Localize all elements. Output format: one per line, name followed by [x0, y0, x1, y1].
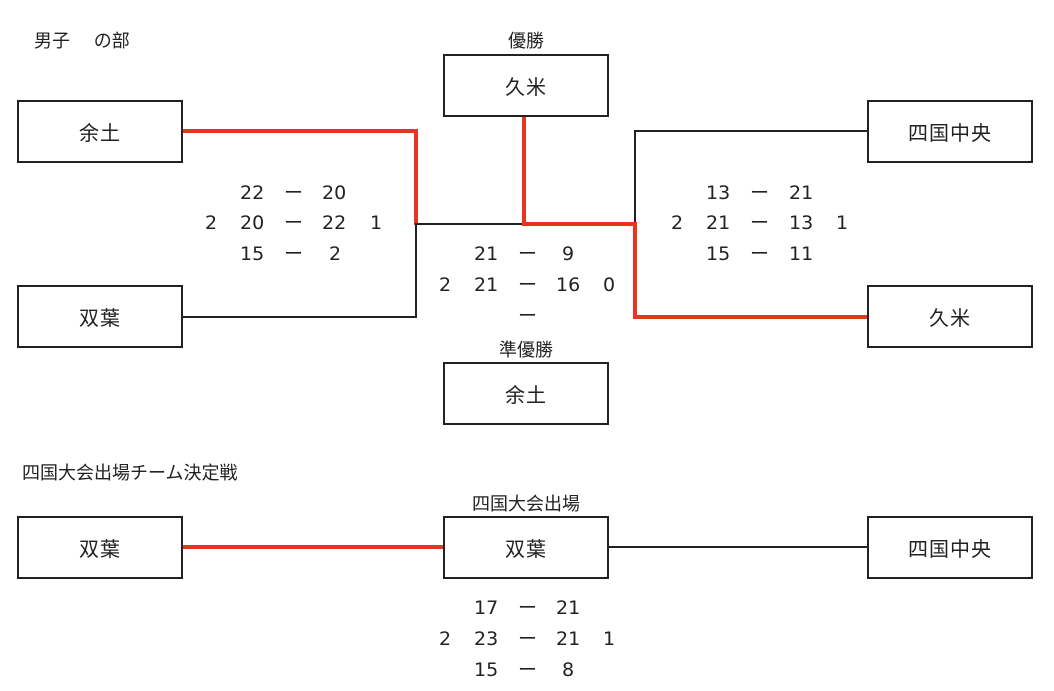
score-final-g2-a: 21: [474, 274, 499, 296]
score-dash: ー: [518, 628, 538, 650]
score-dash: ー: [284, 243, 304, 265]
sets-right-b: 1: [836, 212, 849, 234]
score-dash: ー: [284, 212, 304, 234]
bracket-line-left-vertical-upper: [414, 129, 418, 225]
bracket-line-left-to-center: [416, 223, 524, 225]
team-box-left-bottom: 双葉: [17, 285, 183, 348]
score-final-g2-b: 16: [556, 274, 581, 296]
champion-box: 久米: [443, 54, 609, 117]
sets-right-a: 2: [671, 212, 684, 234]
bracket-line-left-vertical-lower: [415, 223, 417, 318]
score-playoff-g1-b: 21: [556, 597, 581, 619]
score-right-g2-b: 13: [789, 212, 814, 234]
mens-section-title: 男子 の部: [34, 31, 130, 52]
score-right-g3-a: 15: [706, 243, 731, 265]
score-left-g2-b: 22: [322, 212, 347, 234]
score-playoff-g1-a: 17: [474, 597, 499, 619]
playoff-line-left: [183, 545, 443, 549]
score-playoff-g2-b: 21: [556, 628, 581, 650]
sets-left-a: 2: [205, 212, 218, 234]
bracket-line-center-horizontal: [522, 222, 637, 226]
bracket-line-right-bottom-horizontal: [633, 315, 867, 319]
score-left-g3-a: 15: [240, 243, 265, 265]
playoff-section-title: 四国大会出場チーム決定戦: [22, 463, 238, 484]
score-right-g2-a: 21: [706, 212, 731, 234]
runner-up-caption: 準優勝: [499, 340, 553, 361]
score-dash: ー: [518, 243, 538, 265]
playoff-team-left: 双葉: [17, 516, 183, 579]
score-left-g1-a: 22: [240, 182, 265, 204]
sets-playoff-b: 1: [603, 628, 616, 650]
score-left-g1-b: 20: [322, 182, 347, 204]
team-box-left-top: 余土: [17, 100, 183, 163]
champion-caption: 優勝: [508, 31, 544, 52]
score-dash: ー: [518, 274, 538, 296]
score-dash: ー: [518, 659, 538, 681]
bracket-line-left-bottom-horizontal: [183, 316, 417, 318]
score-dash: ー: [284, 182, 304, 204]
team-box-right-bottom: 久米: [867, 285, 1033, 348]
sets-final-b: 0: [603, 274, 616, 296]
score-final-g1-a: 21: [474, 243, 499, 265]
playoff-winner-box: 双葉: [443, 516, 609, 579]
playoff-team-right: 四国中央: [867, 516, 1033, 579]
score-dash: ー: [518, 597, 538, 619]
score-final-g1-b: 9: [562, 243, 575, 265]
playoff-winner-caption: 四国大会出場: [472, 494, 580, 515]
bracket-line-right-top-horizontal: [634, 130, 867, 132]
score-dash: ー: [750, 182, 770, 204]
bracket-line-right-vertical-upper: [634, 130, 636, 224]
score-playoff-g3-a: 15: [474, 659, 499, 681]
score-dash: ー: [750, 243, 770, 265]
score-dash: ー: [750, 212, 770, 234]
sets-left-b: 1: [370, 212, 383, 234]
score-right-g1-b: 21: [789, 182, 814, 204]
score-dash: ー: [518, 305, 538, 327]
bracket-line-left-top-horizontal: [183, 129, 418, 133]
score-right-g1-a: 13: [706, 182, 731, 204]
bracket-line-center-vertical: [522, 117, 526, 226]
playoff-line-right: [609, 546, 867, 548]
runner-up-box: 余土: [443, 362, 609, 425]
team-box-right-top: 四国中央: [867, 100, 1033, 163]
score-left-g2-a: 20: [240, 212, 265, 234]
sets-final-a: 2: [439, 274, 452, 296]
bracket-line-right-vertical-lower: [633, 222, 637, 319]
score-right-g3-b: 11: [789, 243, 814, 265]
score-playoff-g3-b: 8: [562, 659, 575, 681]
score-playoff-g2-a: 23: [474, 628, 499, 650]
sets-playoff-a: 2: [439, 628, 452, 650]
score-left-g3-b: 2: [329, 243, 342, 265]
